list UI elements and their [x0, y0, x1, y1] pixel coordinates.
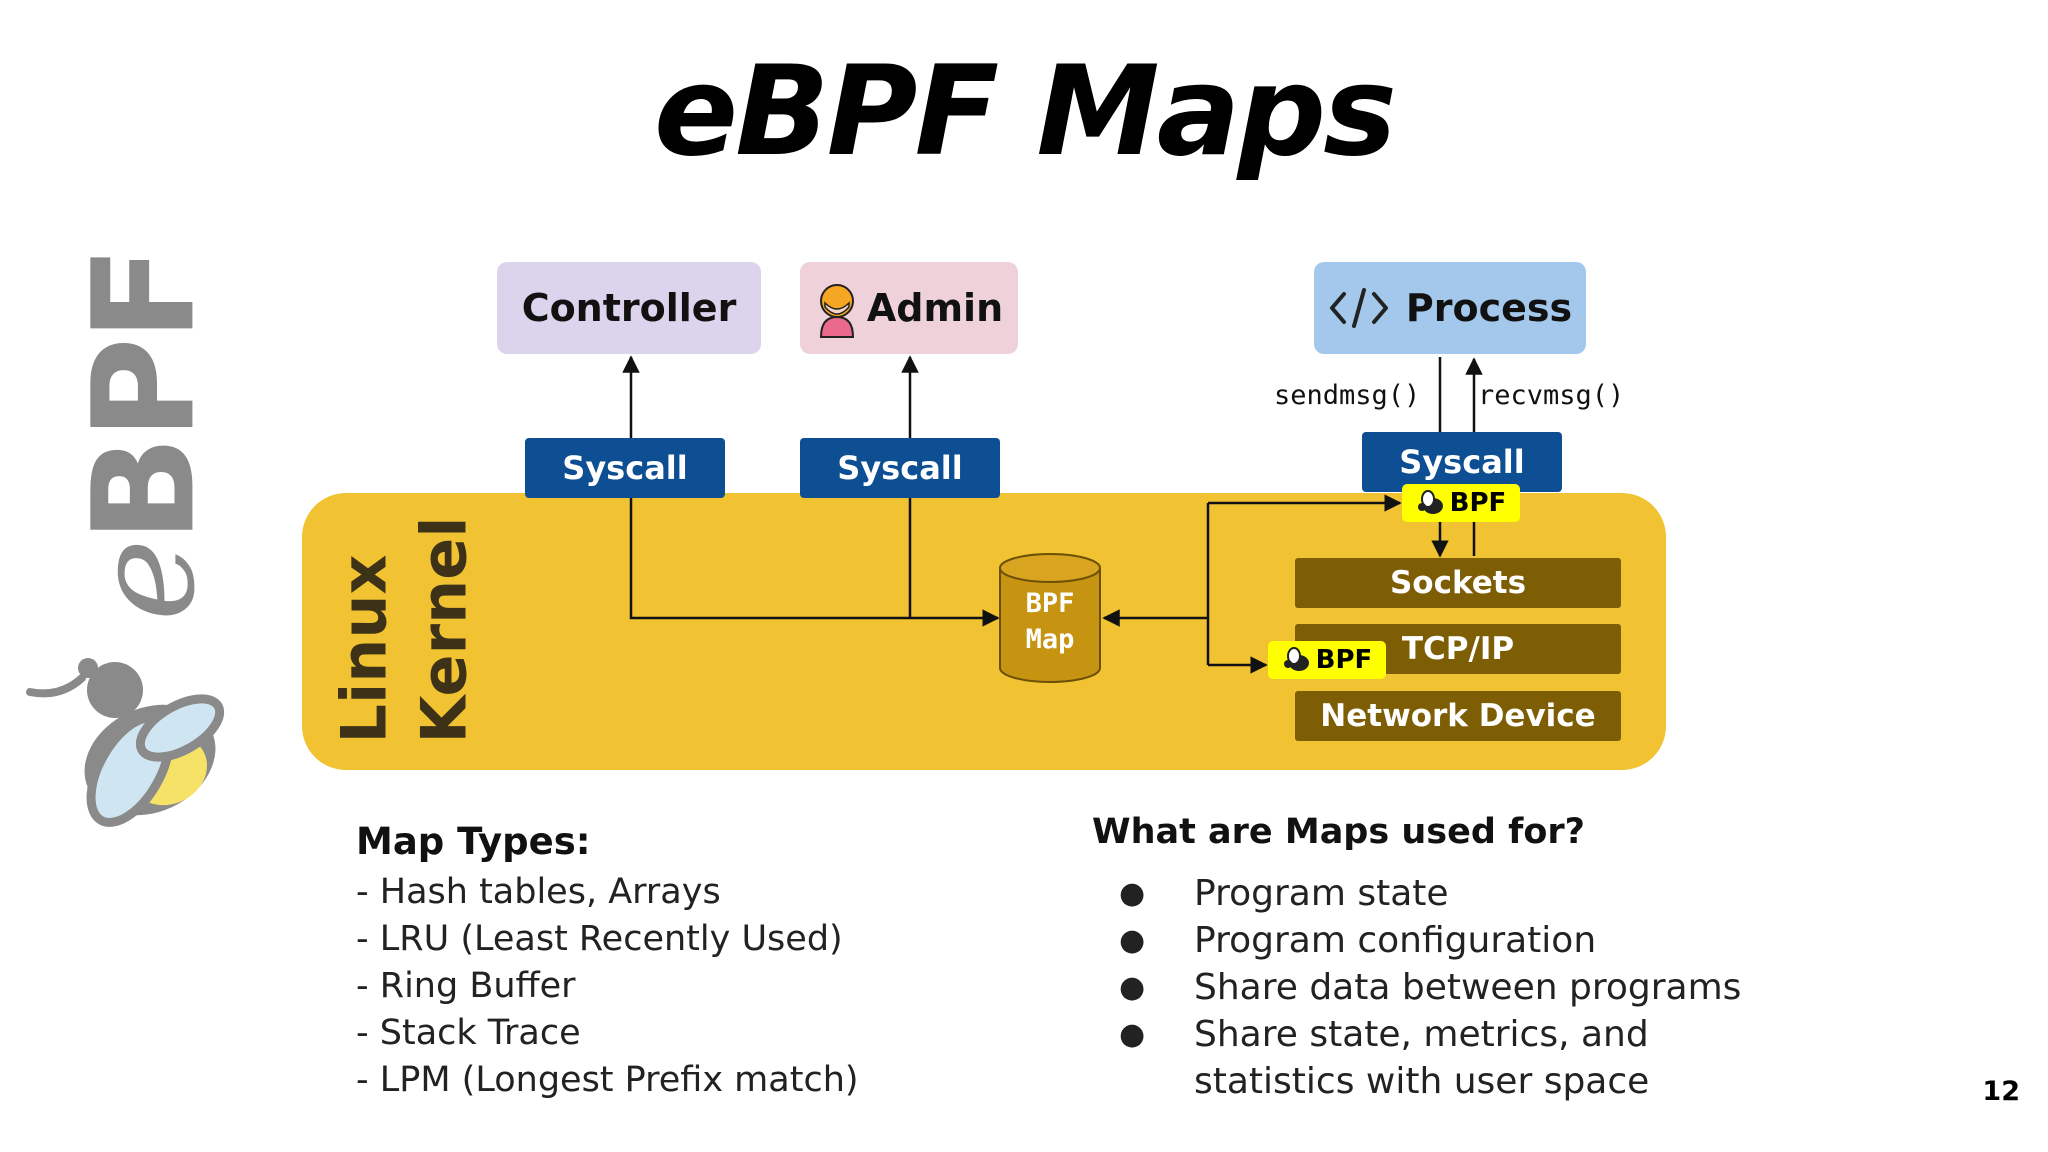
list-item: - Ring Buffer [356, 966, 576, 1006]
list-item: - Stack Trace [356, 1013, 581, 1053]
syscall-box-process: Syscall [1362, 432, 1562, 492]
list-item-text: Program state [1194, 873, 1449, 914]
sockets-layer: Sockets [1295, 558, 1621, 608]
bpf-map-label-line1: BPF [1025, 588, 1075, 619]
list-item-text: Share state, metrics, and statistics wit… [1194, 1014, 1650, 1102]
admin-label: Admin [866, 286, 1004, 330]
recvmsg-label: recvmsg() [1478, 380, 1625, 411]
syscall-box-controller: Syscall [525, 438, 725, 498]
controller-label: Controller [521, 286, 737, 330]
list-item: - Hash tables, Arrays [356, 872, 721, 912]
process-label: Process [1405, 286, 1573, 330]
bullet: ● [1119, 970, 1146, 1005]
bullet: ● [1119, 876, 1146, 911]
list-item: ● Share data between programs [1092, 964, 1794, 1011]
code-icon [1329, 288, 1388, 328]
bee-icon [1283, 647, 1309, 671]
page-number: 12 [1982, 1076, 2020, 1107]
slide-title: eBPF Maps [653, 40, 1397, 184]
map-uses-section: What are Maps used for? ● Program state ●… [1092, 812, 1794, 1105]
bee-logo-icon [26, 658, 225, 827]
list-item: - LRU (Least Recently Used) [356, 919, 843, 959]
bpf-map-cylinder [999, 553, 1101, 683]
process-node: Process [1314, 262, 1586, 354]
list-item-text: Share data between programs [1194, 967, 1742, 1008]
bee-icon [1417, 490, 1443, 514]
admin-node: Admin [800, 262, 1018, 354]
bpf-map-label-line2: Map [1025, 624, 1075, 655]
map-types-section: Map Types: - Hash tables, Arrays - LRU (… [356, 820, 859, 1104]
bpf-map-label: BPF Map [1000, 586, 1100, 658]
network-device-layer: Network Device [1295, 691, 1621, 741]
map-uses-heading: What are Maps used for? [1092, 812, 1585, 852]
ebpf-badge-text: BPF [1449, 488, 1507, 518]
bullet: ● [1119, 923, 1146, 958]
admin-user-icon [819, 284, 854, 338]
list-item: ● Program configuration [1092, 917, 1794, 964]
ebpf-badge-text: BPF [1315, 645, 1373, 675]
map-types-heading: Map Types: [356, 820, 591, 863]
sendmsg-label: sendmsg() [1274, 380, 1421, 411]
ebpf-badge-syscall: BPF [1402, 484, 1520, 522]
controller-node: Controller [497, 262, 761, 354]
bullet: ● [1119, 1017, 1146, 1052]
list-item-text: Program configuration [1194, 920, 1597, 961]
syscall-box-admin: Syscall [800, 438, 1000, 498]
list-item: - LPM (Longest Prefix match) [356, 1060, 859, 1100]
ebpf-badge-tcp: BPF [1268, 641, 1386, 679]
list-item: ● Share state, metrics, and statistics wi… [1092, 1011, 1794, 1105]
list-item: ● Program state [1092, 870, 1794, 917]
